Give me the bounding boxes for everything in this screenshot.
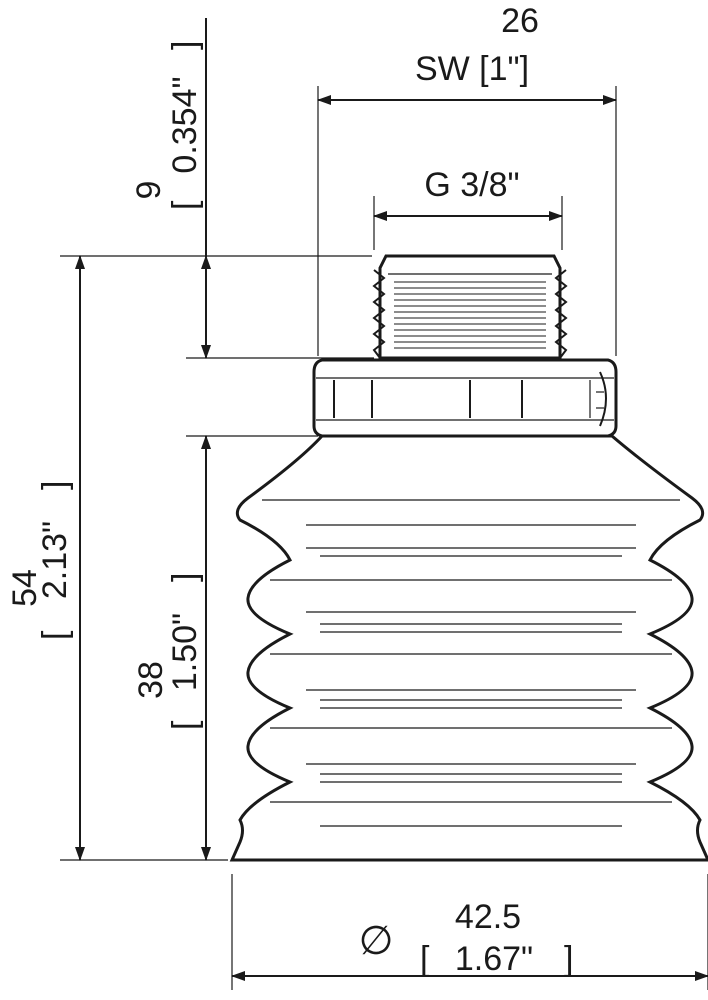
bracket-open: [ xyxy=(166,720,204,730)
thread-label: G 3/8" xyxy=(424,166,519,204)
bellows-body xyxy=(229,434,708,862)
hex-nut xyxy=(312,358,618,438)
total-height-inch-group: [ 2.13" ] xyxy=(36,481,74,640)
dimension-lines xyxy=(75,18,708,981)
thread-height-inch: 0.354" xyxy=(166,76,204,173)
total-height-inch: 2.13" xyxy=(36,521,74,599)
total-height-value: 54 xyxy=(6,569,44,607)
bracket-close: ] xyxy=(36,481,74,490)
part-outline xyxy=(229,254,708,862)
bracket-close: ] xyxy=(166,41,204,50)
extension-lines xyxy=(60,86,708,990)
bellows-height-value: 38 xyxy=(132,661,170,699)
bracket-open: [ xyxy=(166,200,204,210)
thread-height-inch-group: [ 0.354" ] xyxy=(166,41,204,210)
threaded-neck xyxy=(372,254,568,360)
bellows-fold-lines xyxy=(262,499,680,827)
bracket-close: ] xyxy=(166,573,204,582)
bracket-open: [ xyxy=(420,940,430,978)
thread-height-value: 9 xyxy=(130,181,168,200)
diameter-value: 42.5 xyxy=(455,898,521,936)
bracket-open: [ xyxy=(36,630,74,640)
bellows-height-inch-group: [ 1.50" ] xyxy=(166,573,204,730)
hex-width-note: SW [1"] xyxy=(415,50,529,88)
diameter-inch: 1.67" xyxy=(455,940,533,978)
bellows-height-inch: 1.50" xyxy=(166,613,204,691)
hex-width-value: 26 xyxy=(501,2,539,40)
diameter-symbol: ∅ xyxy=(359,919,394,963)
bracket-close: ] xyxy=(564,940,573,978)
